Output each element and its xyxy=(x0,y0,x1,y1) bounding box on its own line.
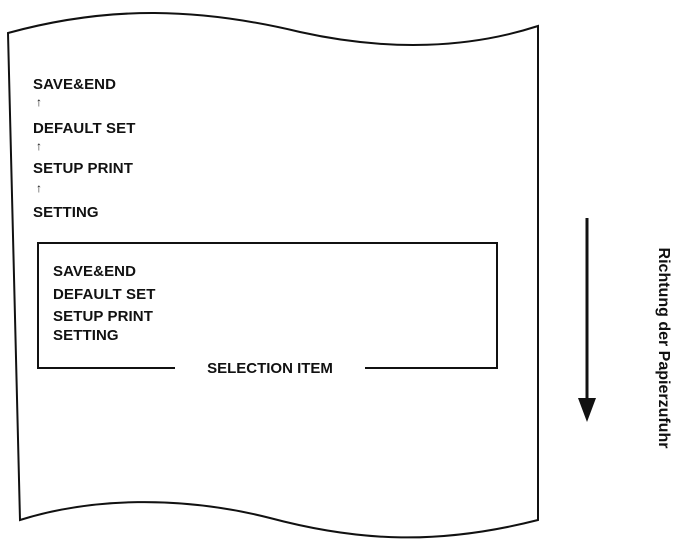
selection-box-label: SELECTION ITEM xyxy=(175,360,365,377)
menu-item-setting: SETTING xyxy=(33,204,99,221)
up-arrow-icon: ↑ xyxy=(36,181,42,195)
selection-item-save-end: SAVE&END xyxy=(53,263,137,280)
menu-item-setup-print: SETUP PRINT xyxy=(33,160,134,177)
up-arrow-icon: ↑ xyxy=(36,95,42,109)
menu-item-default-set: DEFAULT SET xyxy=(33,120,136,137)
up-arrow-icon: ↑ xyxy=(36,139,42,153)
selection-item-default-set: DEFAULT SET xyxy=(53,286,156,303)
down-arrow-icon xyxy=(578,218,596,422)
selection-box-frame xyxy=(37,242,498,369)
menu-item-save-end: SAVE&END xyxy=(33,76,117,93)
selection-item-setting: SETTING xyxy=(53,327,119,344)
feed-direction-label: Richtung der Papierzufuhr xyxy=(655,247,672,449)
selection-item-setup-print: SETUP PRINT xyxy=(53,308,154,325)
